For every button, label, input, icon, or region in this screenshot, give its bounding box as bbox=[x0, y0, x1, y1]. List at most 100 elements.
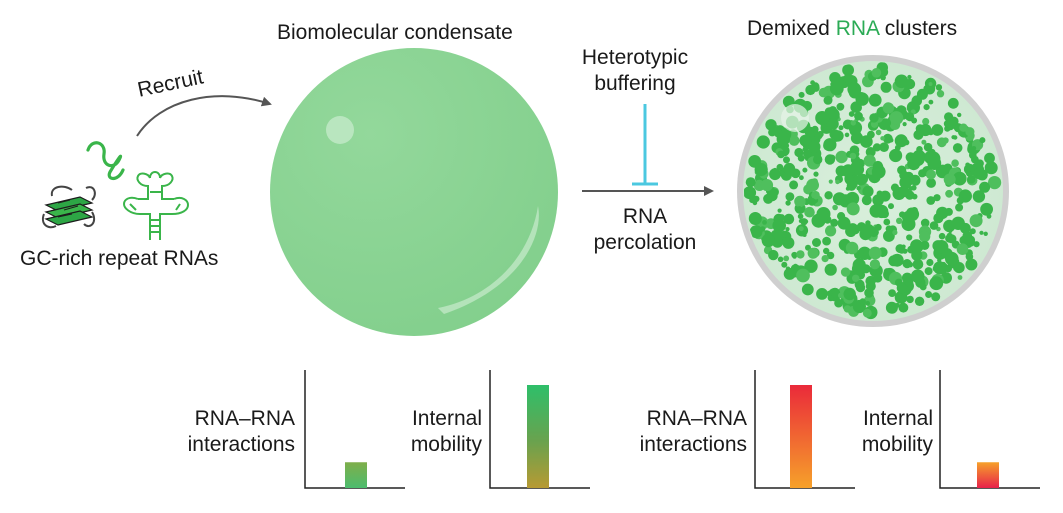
rna-cluster-dot bbox=[861, 223, 875, 238]
rna-cluster-dot bbox=[947, 97, 959, 109]
rna-cluster-dot bbox=[885, 301, 898, 314]
rna-cluster-dot bbox=[916, 146, 923, 153]
rna-cluster-dot bbox=[835, 150, 848, 164]
rna-cluster-dot bbox=[945, 251, 959, 266]
rna-cluster-dot bbox=[979, 230, 984, 235]
rna-cluster-dot bbox=[845, 186, 851, 191]
rna-cluster-dot bbox=[846, 202, 860, 216]
rna-cluster-dot bbox=[879, 142, 889, 152]
rna-cluster-dot bbox=[932, 265, 939, 272]
rna-cluster-dot bbox=[826, 290, 833, 297]
rna-cluster-dot bbox=[777, 256, 784, 263]
rna-cluster-dot bbox=[907, 157, 921, 171]
rna-cluster-dot bbox=[810, 80, 815, 86]
rna-cluster-dot bbox=[796, 250, 805, 259]
rna-cluster-dot bbox=[816, 207, 831, 221]
rna-cluster-dot bbox=[926, 178, 936, 188]
rna-cluster-dot bbox=[936, 137, 947, 148]
rna-cluster-dot bbox=[848, 111, 855, 117]
rna-cluster-dot bbox=[979, 181, 991, 193]
rna-cluster-dot bbox=[856, 186, 861, 191]
rna-cluster-dot bbox=[802, 147, 807, 152]
rna-cluster-dot bbox=[783, 255, 790, 262]
g-quadruplex-icon bbox=[42, 185, 96, 229]
rna-cluster-dot bbox=[936, 206, 949, 220]
rna-cluster-dot bbox=[933, 194, 941, 202]
rna-cluster-dot bbox=[808, 140, 821, 153]
rna-cluster-dot bbox=[838, 292, 844, 299]
rna-cluster-dot bbox=[859, 298, 866, 305]
rna-cluster-dot bbox=[883, 218, 891, 226]
rna-cluster-dot bbox=[971, 146, 977, 151]
rna-cluster-dot bbox=[834, 298, 843, 308]
droplet-shine bbox=[438, 206, 539, 314]
rna-cluster-dot bbox=[843, 74, 853, 84]
rna-cluster-dot bbox=[776, 132, 790, 146]
rna-cluster-dot bbox=[855, 282, 866, 293]
rna-cluster-dot bbox=[765, 119, 777, 131]
rna-cluster-dot bbox=[921, 139, 927, 145]
rna-cluster-dot bbox=[847, 82, 862, 97]
rna-cluster-dot bbox=[802, 233, 807, 237]
rna-cluster-dot bbox=[853, 103, 862, 113]
rna-cluster-dot bbox=[957, 112, 962, 118]
rna-cluster-dot bbox=[762, 220, 767, 225]
rna-cluster-dot bbox=[849, 152, 857, 160]
rna-cluster-dot bbox=[807, 247, 819, 259]
rna-cluster-dot bbox=[865, 300, 871, 306]
buffering-label-line2: buffering bbox=[594, 72, 676, 95]
rna-cluster-dot bbox=[754, 163, 768, 177]
rna-cluster-dot bbox=[956, 196, 965, 205]
rna-cluster-dot bbox=[965, 162, 970, 168]
rna-cluster-dot bbox=[825, 225, 837, 237]
rna-cluster-dot bbox=[935, 84, 943, 91]
rna-cluster-dot bbox=[916, 88, 928, 100]
rna-cluster-dot bbox=[813, 154, 823, 165]
rna-cluster-dot bbox=[894, 74, 909, 89]
percolation-label-line2: percolation bbox=[593, 231, 697, 254]
rna-cluster-dot bbox=[872, 160, 883, 171]
rna-cluster-dot bbox=[749, 225, 763, 239]
rna-cluster-dot bbox=[801, 283, 814, 296]
rna-cluster-dot bbox=[813, 171, 819, 177]
rna-cluster-dot bbox=[894, 134, 908, 148]
rna-cluster-dot bbox=[783, 267, 796, 280]
rna-cluster-dot bbox=[811, 125, 819, 133]
rna-cluster-dot bbox=[845, 225, 857, 237]
rna-cluster-dot bbox=[914, 176, 920, 182]
rna-cluster-dot bbox=[760, 179, 774, 192]
rna-cluster-dot bbox=[804, 259, 818, 273]
rna-cluster-dot bbox=[984, 152, 995, 164]
rna-cluster-dot bbox=[778, 214, 785, 221]
rna-cluster-dot bbox=[794, 147, 804, 158]
bar3-label-line1: RNA–RNA bbox=[646, 407, 747, 430]
rna-cluster-dot bbox=[868, 246, 882, 260]
rna-cluster-dot bbox=[850, 161, 862, 173]
rna-cluster-dot bbox=[888, 289, 896, 297]
rna-cluster-dot bbox=[826, 251, 835, 260]
rna-cluster-dot bbox=[905, 207, 920, 222]
rna-cluster-dot bbox=[824, 191, 833, 200]
rna-cluster-dot bbox=[804, 206, 815, 218]
rna-cluster-dot bbox=[983, 231, 988, 236]
bar-rna-rna-interactions-condensate bbox=[345, 462, 367, 488]
demixed-title-after: clusters bbox=[878, 17, 958, 40]
rna-cluster-dot bbox=[898, 302, 909, 313]
rna-cluster-dot bbox=[850, 120, 856, 126]
rna-cluster-dot bbox=[792, 254, 797, 259]
rna-cluster-dot bbox=[919, 230, 931, 243]
rna-cluster-dot bbox=[947, 234, 957, 244]
rna-cluster-dot bbox=[926, 196, 936, 205]
rna-cluster-dot bbox=[951, 159, 959, 167]
rna-cluster-dot bbox=[773, 230, 785, 241]
rna-cluster-dot bbox=[799, 134, 812, 147]
rna-cluster-dot bbox=[832, 204, 838, 211]
demixed-title-highlight: RNA bbox=[835, 17, 879, 40]
rna-cluster-dot bbox=[860, 135, 873, 148]
rna-cluster-dot bbox=[923, 142, 933, 152]
rna-cluster-dot bbox=[761, 233, 775, 248]
rna-cluster-dot bbox=[880, 136, 885, 141]
rna-cluster-dot bbox=[910, 269, 925, 284]
rna-cluster-dot bbox=[872, 143, 882, 152]
